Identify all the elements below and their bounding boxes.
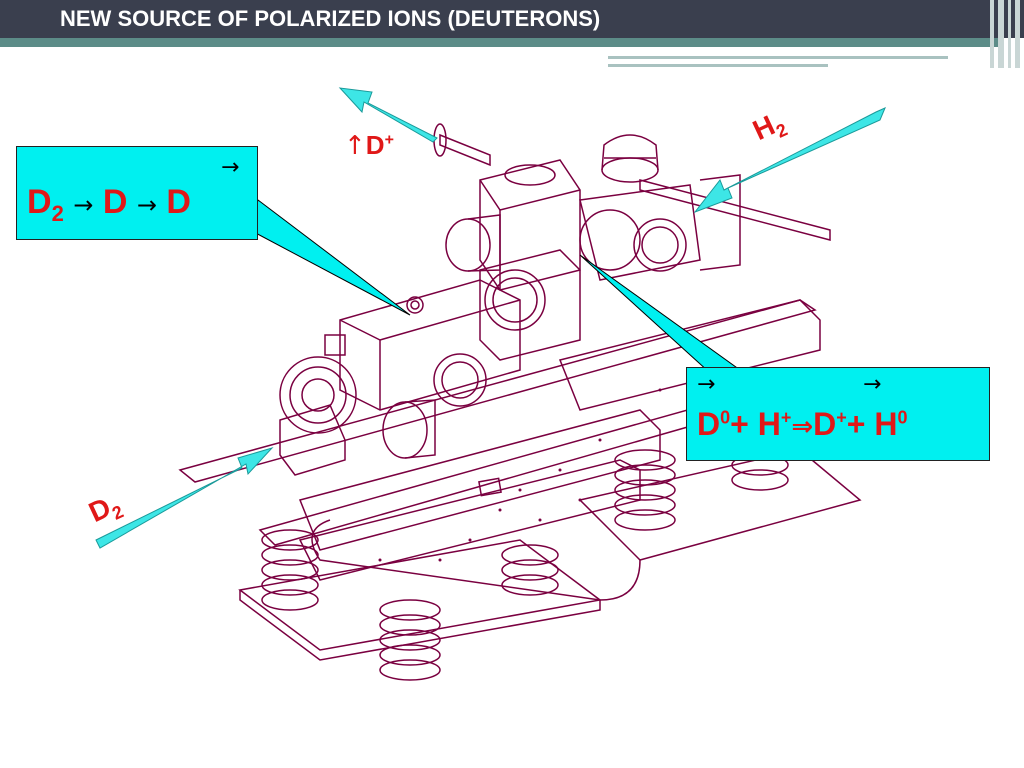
title-bar: NEW SOURCE OF POLARIZED IONS (DEUTERONS) (0, 0, 1024, 38)
corner-bar-1 (990, 0, 994, 68)
plus-sign-1: + (730, 406, 758, 442)
corner-bar-3 (1008, 0, 1011, 68)
ground-plate-right (578, 449, 862, 561)
table-top (298, 409, 661, 551)
upper-cylinder (445, 218, 491, 272)
mid-ring (484, 269, 546, 331)
front-flange (279, 356, 357, 434)
rail-rear (639, 179, 831, 241)
d-symbol: D (102, 183, 128, 221)
d2-symbol: D (27, 183, 52, 221)
d-plus-symbol: D (813, 406, 837, 442)
arrow-symbol-1: → (73, 191, 94, 219)
d-plus-superscript: + (836, 407, 847, 428)
right-cross (579, 209, 641, 271)
base-plate-left (298, 459, 641, 581)
title-underline-band (0, 38, 1000, 47)
accent-line-1 (608, 56, 948, 59)
base-plate-right (558, 299, 821, 411)
polarization-arrow: ↑ (344, 131, 366, 161)
label-d-plus: ↑D+ (344, 130, 394, 161)
accent-line-2 (608, 64, 828, 67)
h-symbol: H (757, 406, 781, 442)
beam-pipe (439, 133, 491, 167)
spring-stack-2 (379, 599, 441, 681)
plus-sign-2: + (846, 406, 875, 442)
vector-mark-1: → (697, 372, 716, 397)
rail-left (178, 299, 817, 483)
d-polarized-symbol: D (166, 183, 191, 221)
implies-symbol: ⇒ (791, 412, 814, 442)
h2-arrow (693, 107, 886, 214)
d-plus-sup: + (384, 131, 394, 149)
d2-subscript: 2 (51, 200, 64, 226)
corner-bar-4 (1015, 0, 1020, 68)
d-plus-arrow (338, 87, 438, 143)
h-superscript: + (780, 407, 792, 428)
h0-symbol: H (874, 406, 898, 442)
vector-mark-2: → (863, 372, 882, 397)
slide-title: NEW SOURCE OF POLARIZED IONS (DEUTERONS) (60, 6, 601, 31)
upper-box (479, 159, 581, 291)
callout-box-left: → D2 → D → D (16, 146, 258, 240)
mid-section (479, 249, 581, 361)
side-flange (433, 353, 487, 407)
arrow-symbol-2: → (136, 191, 157, 219)
spring-stack-1 (261, 529, 319, 611)
front-box (279, 404, 346, 476)
dome-pump (601, 157, 659, 183)
callout-pointer-left (249, 199, 411, 316)
beam-arrows (95, 87, 886, 549)
dissociation-equation: D2 → D → D (27, 183, 191, 227)
callout-box-right: → → D0+ H+⇒D++ H0 (686, 367, 990, 461)
h0-superscript: 0 (897, 407, 908, 428)
callout-pointer-right (579, 254, 741, 383)
d-plus-base: D (365, 130, 385, 160)
corner-bar-2 (998, 0, 1004, 68)
vector-mark: → (221, 155, 240, 180)
charge-exchange-equation: D0+ H+⇒D++ H0 (697, 406, 907, 443)
d-symbol: D (697, 406, 721, 442)
d2-arrow (95, 447, 274, 549)
cylinder-front (382, 401, 428, 459)
d-superscript: 0 (720, 407, 731, 428)
spring-stack-3 (501, 544, 559, 596)
spring-stack-4 (614, 449, 676, 531)
